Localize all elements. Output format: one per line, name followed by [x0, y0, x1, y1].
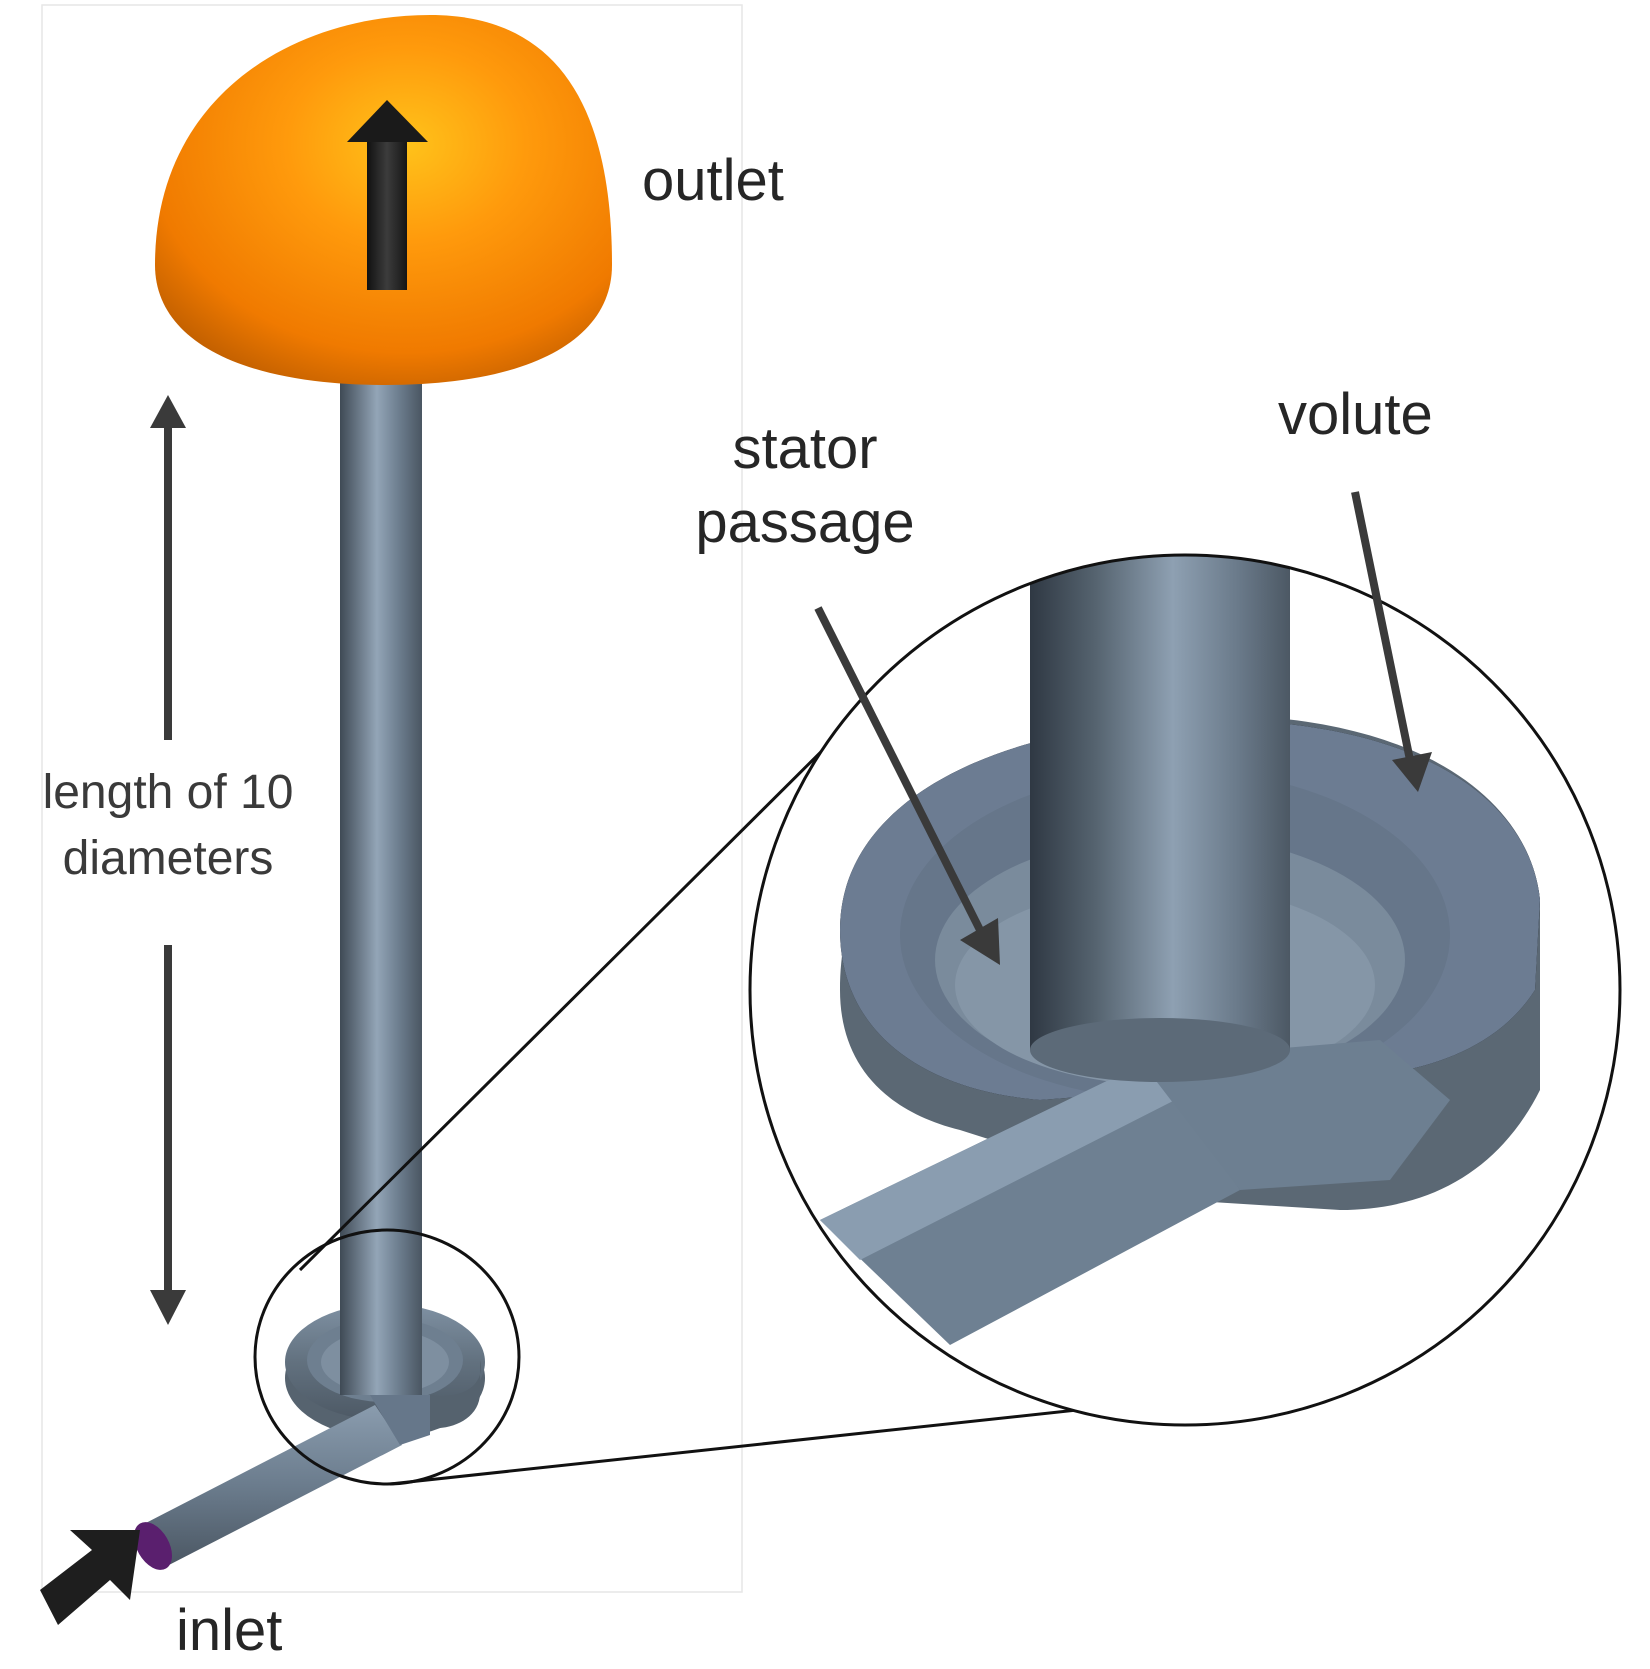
- length-label-line2: diameters: [63, 832, 274, 885]
- vertical-pipe: [340, 370, 422, 1390]
- zoomed-view: [748, 553, 1622, 1427]
- stator-label: stator: [732, 416, 877, 481]
- zoom-connector-bottom: [389, 1398, 1171, 1486]
- up-arrow-icon: [347, 100, 428, 290]
- double-headed-arrow-icon: [150, 395, 186, 1325]
- outlet-label: outlet: [642, 148, 784, 213]
- base-volute: [285, 1300, 485, 1438]
- inlet-face: [134, 1522, 172, 1570]
- diagonal-arrow-icon: [40, 1530, 140, 1625]
- left-frame: [41, 4, 743, 1593]
- inlet-label: inlet: [176, 1598, 282, 1663]
- length-label-line1: length of 10: [43, 766, 294, 819]
- zoom-connector-top: [298, 716, 857, 1272]
- volute-label: volute: [1278, 382, 1433, 447]
- zoom-source-circle: [253, 1228, 521, 1486]
- stator-passage-pointer: [814, 606, 1000, 965]
- passage-label: passage: [695, 490, 914, 555]
- volute-pointer: [1351, 491, 1432, 792]
- inlet-pipe: [140, 1395, 430, 1566]
